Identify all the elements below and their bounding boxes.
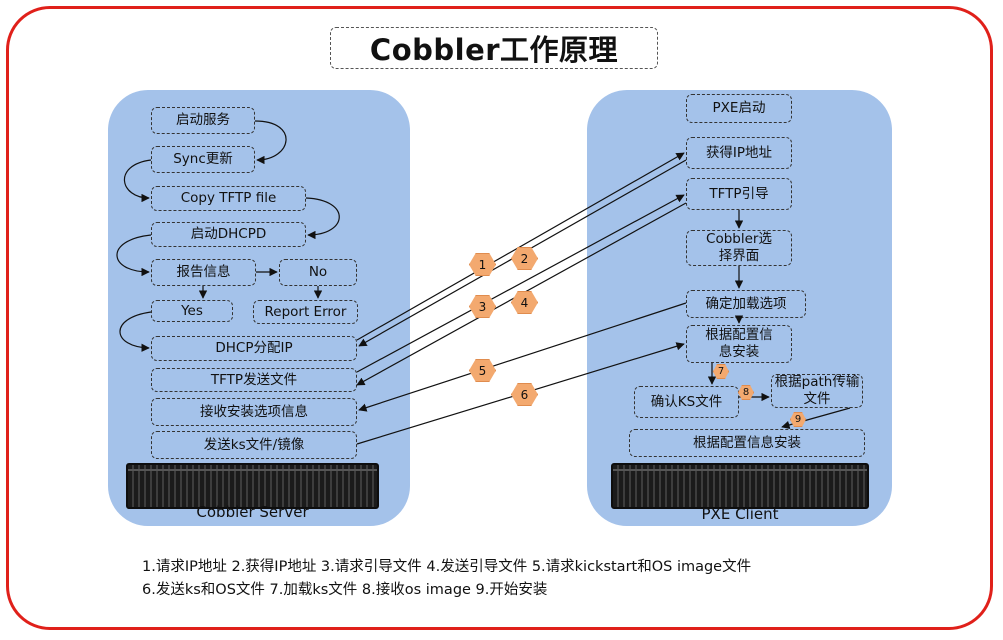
badge-5: 5	[469, 359, 496, 382]
step-report-info: 报告信息	[151, 259, 256, 286]
badge-8: 8	[738, 385, 754, 400]
step-start-service: 启动服务	[151, 107, 255, 134]
step-send-ks-image: 发送ks文件/镜像	[151, 431, 357, 459]
legend-line-1: 1.请求IP地址 2.获得IP地址 3.请求引导文件 4.发送引导文件 5.请求…	[142, 559, 752, 575]
pxe-client-panel	[587, 90, 892, 526]
step-pxe-boot: PXE启动	[686, 94, 792, 123]
step-dhcp-assign-ip: DHCP分配IP	[151, 336, 357, 361]
badge-6: 6	[511, 383, 538, 406]
step-copy-tftp-file: Copy TFTP file	[151, 186, 306, 211]
step-yes: Yes	[151, 300, 233, 322]
curve-sync-to-copy	[123, 159, 152, 203]
msg-5-request-ks	[358, 302, 687, 412]
step-receive-install-options: 接收安装选项信息	[151, 398, 357, 426]
badge-7: 7	[713, 364, 729, 379]
step-no: No	[279, 259, 357, 286]
badge-9: 9	[790, 412, 806, 427]
msg-3-request-boot	[356, 194, 685, 373]
step-transfer-by-path: 根据path传输文件	[771, 374, 863, 408]
step-report-error: Report Error	[253, 300, 358, 324]
step-sync-update: Sync更新	[151, 146, 255, 173]
pxe-client-label: PXE Client	[701, 505, 779, 523]
badge-3: 3	[469, 295, 496, 318]
curve-copy-to-dhcpd	[305, 197, 340, 240]
cobbler-server-label: Cobbler Server	[196, 503, 309, 521]
server-hardware-image	[126, 463, 379, 509]
step-start-dhcpd: 启动DHCPD	[151, 222, 306, 247]
step-install-by-config: 根据配置信息安装	[686, 325, 792, 363]
step-tftp-boot: TFTP引导	[686, 178, 792, 210]
curve-yes-to-dhcp	[119, 311, 152, 352]
curve-start-to-sync	[254, 120, 287, 165]
legend-line-2: 6.发送ks和OS文件 7.加载ks文件 8.接收os image 9.开始安装	[142, 582, 548, 598]
curve-dhcpd-to-report	[116, 234, 152, 277]
badge-1: 1	[469, 253, 496, 276]
step-final-install: 根据配置信息安装	[629, 429, 865, 457]
badge-4: 4	[511, 291, 538, 314]
badge-2: 2	[511, 247, 538, 270]
client-hardware-image	[611, 463, 869, 509]
diagram-title: Cobbler工作原理	[330, 27, 658, 69]
step-confirm-load-options: 确定加载选项	[686, 290, 806, 318]
msg-1-request-ip	[356, 152, 685, 341]
step-confirm-ks-file: 确认KS文件	[634, 386, 739, 418]
step-get-ip-address: 获得IP地址	[686, 137, 792, 169]
outer-frame	[6, 6, 993, 630]
step-cobbler-menu: Cobbler选择界面	[686, 230, 792, 266]
